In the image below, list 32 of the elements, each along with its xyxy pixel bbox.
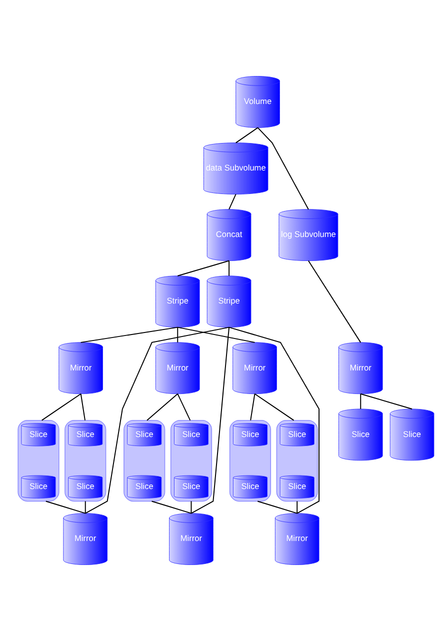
connector <box>44 500 86 514</box>
connector <box>80 392 86 420</box>
connector <box>228 260 230 276</box>
connector <box>256 126 308 210</box>
connector <box>228 326 320 514</box>
connector <box>190 500 192 514</box>
connector <box>40 392 81 420</box>
connector <box>254 392 294 420</box>
connector <box>150 500 192 514</box>
connector <box>360 392 361 409</box>
connector <box>84 326 230 514</box>
connector <box>80 326 178 342</box>
connector <box>176 326 178 342</box>
connector <box>360 392 412 409</box>
connector <box>146 392 178 420</box>
connector <box>176 260 230 276</box>
cluster <box>228 419 271 502</box>
connector <box>296 500 298 514</box>
connector <box>256 500 298 514</box>
connector <box>234 126 258 143</box>
cluster <box>17 419 59 502</box>
connector <box>228 193 236 210</box>
cluster <box>170 419 212 502</box>
cluster <box>123 419 165 502</box>
connector <box>84 500 86 514</box>
connector <box>190 326 230 514</box>
connector <box>250 392 255 420</box>
connector <box>176 326 255 342</box>
cluster <box>64 419 106 502</box>
cluster <box>276 419 318 502</box>
connector <box>176 392 190 420</box>
connector <box>307 260 361 342</box>
